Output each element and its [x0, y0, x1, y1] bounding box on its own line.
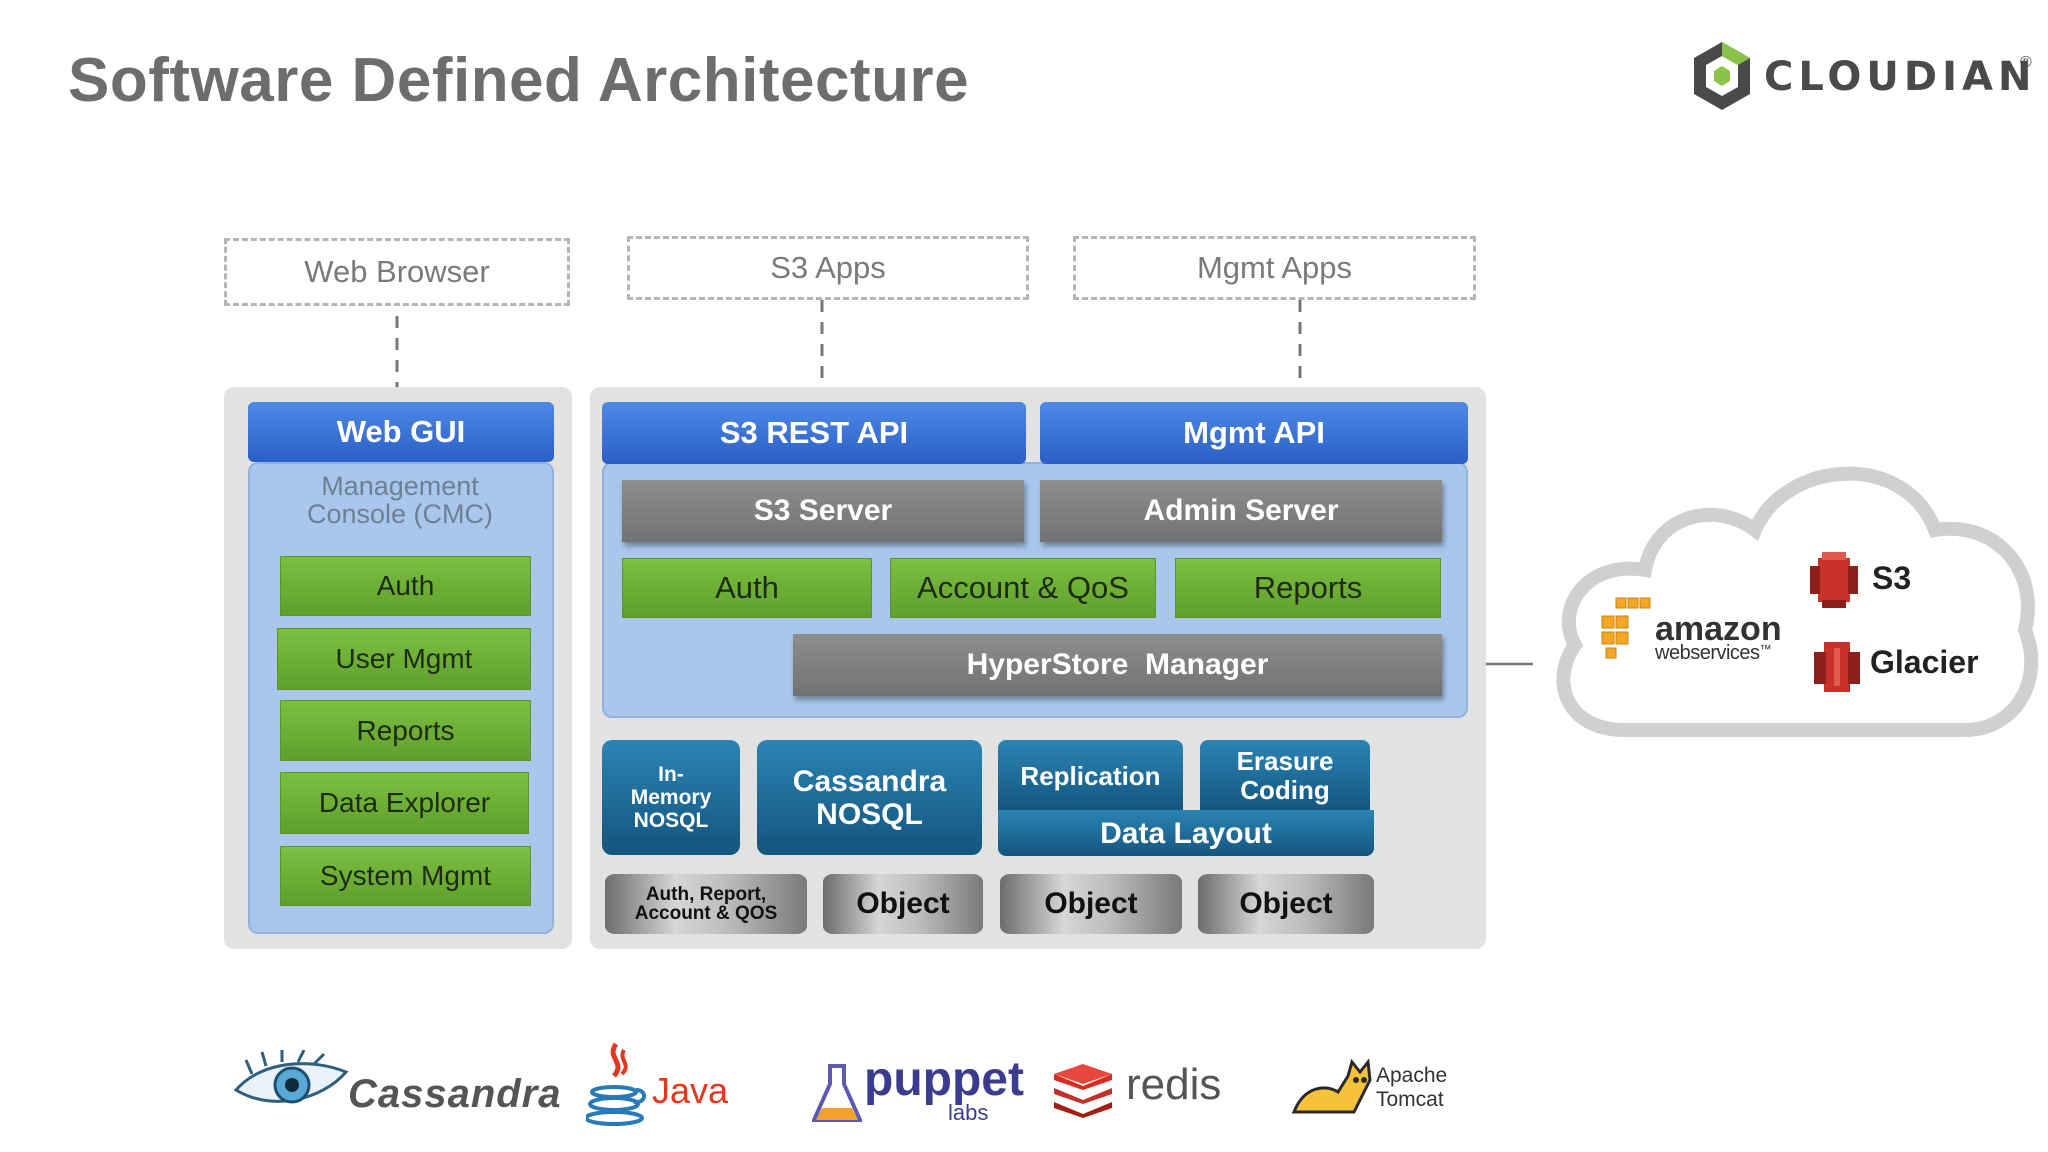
aws-cloud [1556, 466, 2039, 737]
amazon-wordmark: amazon [1655, 610, 1782, 648]
aws-trademark: ™ [1759, 642, 1772, 656]
replication-box: Replication [998, 740, 1183, 812]
cassandra-nosql-box: Cassandra NOSQL [757, 740, 982, 855]
redis-stack-icon [1054, 1064, 1112, 1118]
s3-apps-client: S3 Apps [627, 236, 1029, 300]
java-cup-icon [586, 1042, 646, 1126]
object-store-3: Object [1198, 874, 1374, 934]
s3-rest-api-label: S3 REST API [719, 415, 909, 450]
s3-server-box: S3 Server [622, 480, 1024, 542]
tomcat-cat-icon [1291, 1058, 1372, 1114]
object-store-1: Object [823, 874, 983, 934]
redis-logo-text: redis [1126, 1060, 1222, 1109]
mgmt-apps-label: Mgmt Apps [1196, 250, 1353, 285]
web-browser-label: Web Browser [304, 254, 490, 289]
auth-module: Auth [622, 558, 872, 618]
auth-report-store: Auth, Report, Account & QOS [605, 874, 807, 934]
java-logo-text: Java [652, 1070, 729, 1111]
cmc-auth-label: Auth [376, 570, 435, 601]
cmc-reports: Reports [280, 700, 531, 761]
cmc-auth: Auth [280, 556, 531, 616]
admin-server-box: Admin Server [1040, 480, 1442, 542]
cloudian-hexagon-icon [1694, 42, 1750, 110]
web-services-text: webservices [1655, 642, 1760, 664]
mgmt-api-box: Mgmt API [1040, 402, 1468, 464]
puppet-flask-icon [812, 1064, 862, 1122]
cmc-data-explorer-label: Data Explorer [318, 787, 491, 818]
s3-rest-api-box: S3 REST API [602, 402, 1026, 464]
object-store-3-label: Object [1239, 887, 1333, 920]
in-memory-nosql-label: In- Memory NOSQL [630, 762, 712, 833]
cassandra-logo-text: Cassandra [348, 1072, 562, 1116]
erasure-coding-label: Erasure Coding [1236, 746, 1334, 805]
s3-server-label: S3 Server [753, 494, 893, 527]
tomcat-logo-text: Apache Tomcat [1376, 1064, 1447, 1112]
page-title: Software Defined Architecture [68, 46, 970, 115]
s3-apps-label: S3 Apps [770, 250, 886, 285]
web-services-wordmark: webservices™ [1655, 642, 1772, 665]
cassandra-nosql-label: Cassandra NOSQL [792, 764, 947, 831]
hyperstore-manager-box: HyperStore Manager [793, 634, 1442, 696]
reports-module: Reports [1175, 558, 1441, 618]
s3-bucket-icon [1810, 552, 1858, 608]
cmc-data-explorer: Data Explorer [280, 772, 529, 834]
object-store-1-label: Object [856, 887, 950, 920]
cassandra-eye-icon [233, 1050, 349, 1104]
tomcat-line-1: Apache [1376, 1064, 1448, 1087]
replication-label: Replication [1020, 760, 1161, 791]
in-memory-nosql-box: In- Memory NOSQL [602, 740, 740, 855]
cmc-reports-label: Reports [356, 714, 455, 746]
admin-server-label: Admin Server [1143, 494, 1339, 527]
auth-report-store-label: Auth, Report, Account & QOS [634, 884, 778, 924]
glacier-label: Glacier [1870, 644, 1979, 680]
cmc-system-mgmt: System Mgmt [280, 846, 531, 906]
auth-module-label: Auth [715, 570, 779, 605]
erasure-coding-box: Erasure Coding [1200, 740, 1370, 812]
hyperstore-manager-label: HyperStore Manager [966, 648, 1269, 681]
tomcat-line-2: Tomcat [1376, 1088, 1444, 1112]
cloudian-wordmark: CLOUDIAN [1764, 54, 2037, 100]
cmc-system-mgmt-label: System Mgmt [319, 860, 492, 891]
cloudian-logo: CLOUDIAN ® [1690, 40, 2032, 112]
web-gui-label: Web GUI [336, 414, 466, 449]
web-gui-header: Web GUI [248, 402, 554, 462]
reports-module-label: Reports [1253, 570, 1363, 605]
glacier-vault-icon [1814, 642, 1860, 692]
mgmt-api-label: Mgmt API [1183, 415, 1325, 450]
puppet-labs-text: labs [948, 1100, 989, 1125]
mgmt-apps-client: Mgmt Apps [1073, 236, 1476, 300]
cmc-user-mgmt: User Mgmt [277, 628, 531, 690]
data-layout-label: Data Layout [1100, 816, 1272, 850]
puppet-logo-text: puppet [864, 1053, 1024, 1106]
aws-cubes-icon [1601, 597, 1651, 659]
object-store-2: Object [1000, 874, 1182, 934]
account-qos-module: Account & QoS [890, 558, 1156, 618]
management-console-label: Management Console (CMC) [306, 471, 494, 530]
cmc-user-mgmt-label: User Mgmt [335, 643, 473, 674]
s3-label: S3 [1872, 560, 1912, 596]
object-store-2-label: Object [1044, 887, 1138, 920]
web-browser-client: Web Browser [224, 238, 570, 306]
account-qos-label: Account & QoS [917, 570, 1129, 605]
trademark-symbol: ® [2020, 54, 2032, 71]
data-layout-box: Data Layout [998, 810, 1374, 856]
